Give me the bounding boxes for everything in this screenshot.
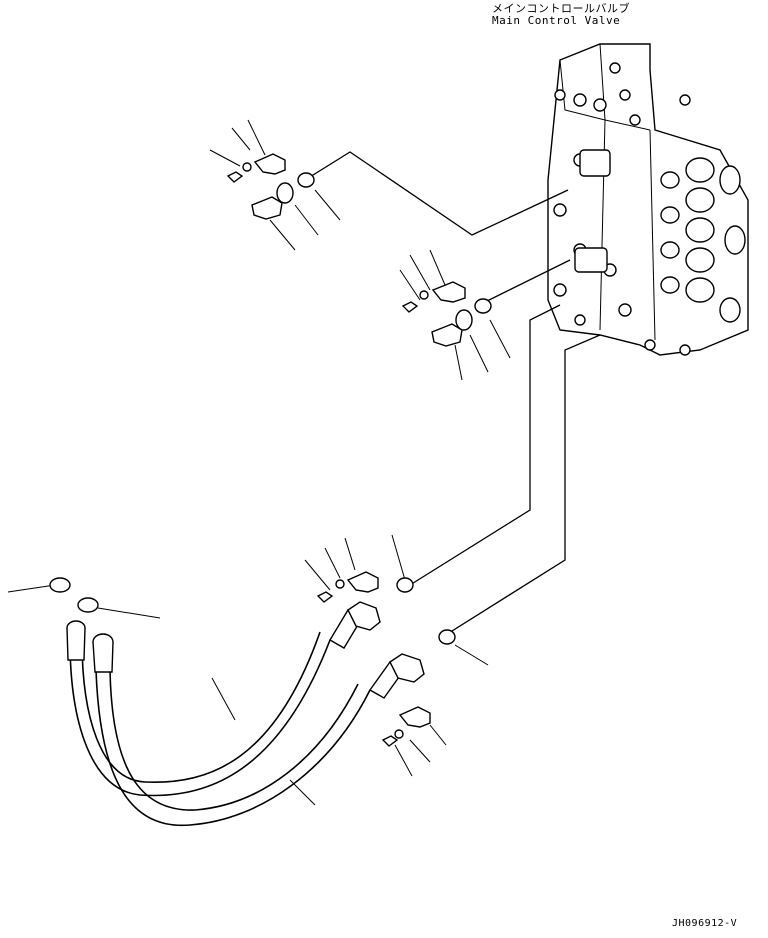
routing-lines — [8, 120, 600, 805]
hydraulic-hose-icon — [67, 602, 424, 825]
valve-port-upper — [580, 150, 610, 176]
upper-fitting-set — [228, 154, 314, 219]
split-flange-icon — [400, 707, 430, 727]
washer-icon — [243, 163, 251, 171]
o-ring-icon — [50, 578, 70, 592]
split-flange-icon — [252, 197, 282, 219]
middle-fitting-set — [403, 282, 491, 346]
bolt-icon — [228, 172, 242, 182]
split-flange-icon — [348, 572, 378, 592]
o-ring-icon — [397, 578, 413, 592]
o-ring-icon — [298, 173, 314, 187]
split-flange-icon — [432, 324, 462, 346]
lower-fitting-set — [50, 572, 455, 746]
drawing-number: JH096912-V — [672, 918, 738, 929]
o-ring-icon — [475, 299, 491, 313]
valve-port-lower — [575, 248, 607, 272]
o-ring-icon — [456, 310, 472, 330]
bolt-icon — [383, 736, 397, 746]
main-control-valve-label-jp: メインコントロールバルブ — [492, 2, 630, 15]
washer-icon — [420, 291, 428, 299]
spool-caps — [661, 158, 745, 322]
bolt-icon — [403, 302, 417, 312]
split-flange-icon — [255, 154, 285, 174]
bolt-icon — [318, 592, 332, 602]
main-control-valve-icon — [548, 44, 748, 355]
o-ring-icon — [78, 598, 98, 612]
main-control-valve-label-en: Main Control Valve — [492, 14, 621, 27]
washer-icon — [336, 580, 344, 588]
split-flange-icon — [433, 282, 465, 302]
washer-icon — [395, 730, 403, 738]
o-ring-icon — [277, 183, 293, 203]
o-ring-icon — [439, 630, 455, 644]
